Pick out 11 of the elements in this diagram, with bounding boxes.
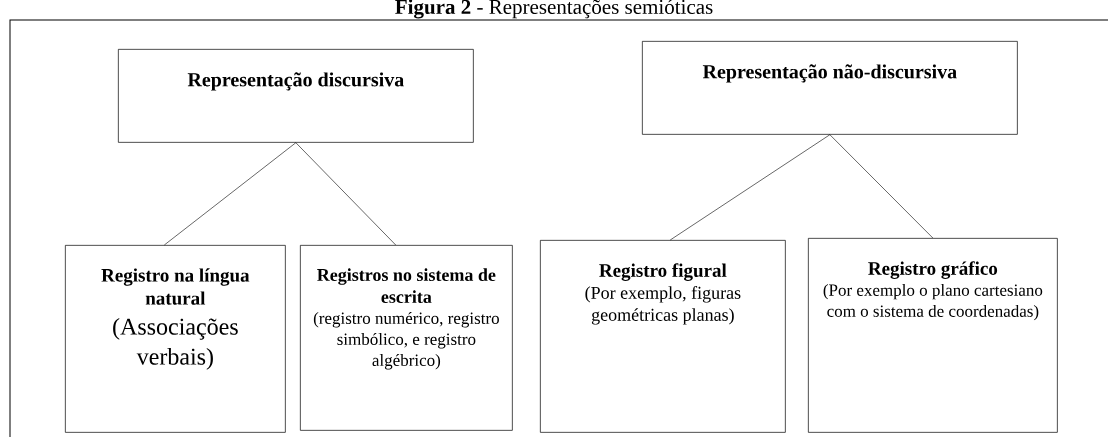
box: Registros no sistema de escrita (registro numérico, registro simbólico, e registro algébrico) bbox=[300, 245, 513, 431]
connector-line bbox=[164, 142, 297, 246]
box: Registro figural (Por exemplo, figuras geométricas planas) bbox=[540, 240, 786, 433]
box: Representação discursiva bbox=[118, 49, 474, 143]
box: Registro na língua natural (Associações verbais) bbox=[65, 245, 286, 433]
figure-title: Figura 2 - Representações semióticas bbox=[395, 0, 713, 19]
box: Representação não-discursiva bbox=[642, 41, 1018, 135]
box: Registro gráfico (Por exemplo o plano cartesiano com o sistema de coordenadas) bbox=[808, 238, 1058, 433]
connector-line bbox=[829, 134, 934, 239]
connector-line bbox=[295, 142, 397, 246]
connector-line bbox=[669, 134, 831, 241]
